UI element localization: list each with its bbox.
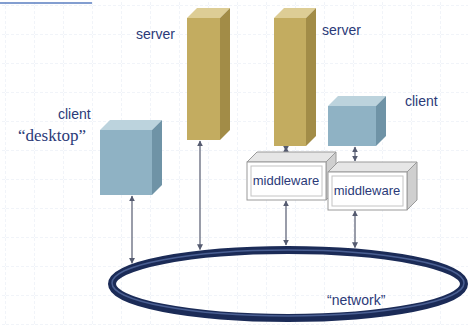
inner-frame — [251, 166, 322, 196]
side-face — [306, 8, 316, 146]
server-box: server — [274, 8, 316, 146]
ring-highlight — [112, 250, 464, 316]
side-face — [376, 96, 386, 146]
front-face — [100, 130, 152, 195]
middleware-label: middleware — [334, 184, 400, 199]
client-box-graphic — [328, 96, 387, 147]
top-face — [247, 152, 336, 162]
box-label: client — [405, 93, 438, 109]
connector-line — [354, 147, 355, 161]
client-box: client“desktop” — [100, 120, 162, 195]
connector-line — [131, 196, 132, 263]
side-face — [407, 162, 417, 210]
desktop-label: “desktop” — [18, 126, 86, 146]
connector-line — [285, 147, 286, 151]
middleware-label: middleware — [253, 174, 319, 189]
connector-line — [285, 201, 286, 245]
top-face — [328, 96, 386, 106]
box-label: server — [136, 26, 175, 42]
box-label: server — [322, 22, 361, 38]
top-face — [328, 162, 417, 172]
network-ring-graphic — [104, 242, 468, 325]
ring-outer — [112, 250, 464, 318]
server-box: server — [187, 8, 230, 140]
server-box-graphic — [274, 8, 317, 147]
front-face — [328, 172, 407, 210]
inner-frame — [332, 176, 403, 206]
connector-line — [354, 211, 355, 248]
connector-line — [199, 141, 200, 250]
server-box-graphic — [187, 8, 231, 141]
client-box-graphic — [100, 120, 163, 196]
front-face — [274, 18, 306, 146]
middleware-box: middleware — [247, 152, 336, 200]
client-box: client — [328, 96, 386, 146]
front-face — [187, 18, 220, 140]
network-ring: “network” — [104, 242, 468, 325]
side-face — [220, 8, 230, 140]
side-face — [152, 120, 162, 195]
front-face — [328, 106, 376, 146]
front-face — [247, 162, 326, 200]
box-label: client — [58, 106, 91, 122]
middleware-box: middleware — [328, 162, 417, 210]
top-face — [100, 120, 162, 130]
network-label: “network” — [327, 292, 385, 308]
